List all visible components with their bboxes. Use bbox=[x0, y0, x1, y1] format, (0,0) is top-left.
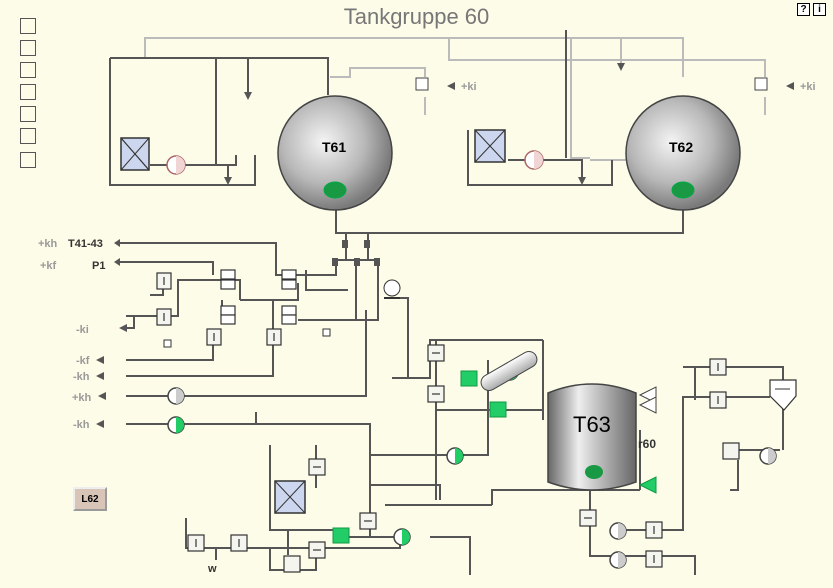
flow-arrows bbox=[96, 63, 794, 428]
heater-tube[interactable] bbox=[478, 349, 540, 394]
tank-label-t63: T63 bbox=[573, 412, 611, 437]
filter-unit-1[interactable] bbox=[120, 137, 150, 171]
tank-t62[interactable] bbox=[625, 95, 741, 211]
conn-p1: P1 bbox=[92, 260, 105, 272]
level-switches bbox=[638, 386, 657, 494]
side-button-3[interactable] bbox=[20, 62, 36, 78]
small-valves bbox=[332, 240, 380, 266]
conn-w: w bbox=[207, 563, 217, 575]
light-pipes bbox=[144, 37, 766, 161]
pump-1[interactable] bbox=[166, 155, 186, 175]
conn-kh-out2: -kh bbox=[73, 419, 90, 431]
conn-kf-in: +kf bbox=[40, 260, 57, 272]
dark-pipes bbox=[109, 30, 784, 575]
filter-unit-2[interactable] bbox=[474, 129, 506, 163]
filter-unit-3[interactable] bbox=[274, 480, 306, 514]
conn-kh-out: -kh bbox=[73, 371, 90, 383]
level-label: r60 bbox=[638, 437, 656, 451]
side-button-6[interactable] bbox=[20, 128, 36, 144]
pump-4[interactable] bbox=[609, 551, 627, 569]
side-button-5[interactable] bbox=[20, 106, 36, 122]
conn-kf-out: -kf bbox=[76, 355, 90, 367]
pump-5[interactable] bbox=[759, 447, 777, 465]
tank-t63[interactable] bbox=[547, 383, 637, 491]
exchanger-glyph-1[interactable] bbox=[415, 77, 429, 91]
side-button-7[interactable] bbox=[20, 152, 36, 168]
pump-2[interactable] bbox=[524, 150, 544, 170]
level-indicator-t62 bbox=[671, 181, 695, 199]
conn-t41-43: T41-43 bbox=[68, 238, 103, 250]
level-indicator-t63 bbox=[585, 465, 603, 479]
exchanger-glyph-2[interactable] bbox=[754, 77, 768, 91]
pump-active-3[interactable] bbox=[393, 528, 411, 546]
help-icon[interactable]: ? bbox=[797, 3, 810, 16]
pump-kh-out-active[interactable] bbox=[167, 416, 185, 434]
conn-ki-out: -ki bbox=[76, 324, 89, 336]
conn-kh-in: +kh bbox=[38, 238, 58, 250]
pump-kh-in[interactable] bbox=[167, 387, 185, 405]
tank-label-t62: T62 bbox=[669, 139, 693, 155]
separator[interactable] bbox=[769, 379, 797, 411]
valve-boxes[interactable] bbox=[156, 272, 740, 573]
level-indicator-t61 bbox=[323, 181, 347, 199]
pump-3[interactable] bbox=[609, 522, 627, 540]
side-button-4[interactable] bbox=[20, 84, 36, 100]
marker-boxes bbox=[163, 328, 331, 348]
l62-button[interactable]: L62 bbox=[73, 487, 107, 511]
valve-glyphs bbox=[163, 277, 719, 563]
side-button-1[interactable] bbox=[20, 18, 36, 34]
conn-ki-top-left: +ki bbox=[461, 81, 477, 93]
motor-symbol[interactable] bbox=[383, 279, 401, 299]
double-valves[interactable] bbox=[220, 269, 297, 325]
tank-label-t61: T61 bbox=[322, 139, 346, 155]
info-icon[interactable]: i bbox=[813, 3, 826, 16]
conn-ki-top-right: +ki bbox=[800, 81, 816, 93]
side-button-2[interactable] bbox=[20, 40, 36, 56]
pump-active-2[interactable] bbox=[446, 447, 464, 465]
conn-kh-in2: +kh bbox=[72, 392, 92, 404]
active-valves[interactable] bbox=[332, 370, 507, 544]
tank-t61[interactable] bbox=[277, 95, 393, 211]
